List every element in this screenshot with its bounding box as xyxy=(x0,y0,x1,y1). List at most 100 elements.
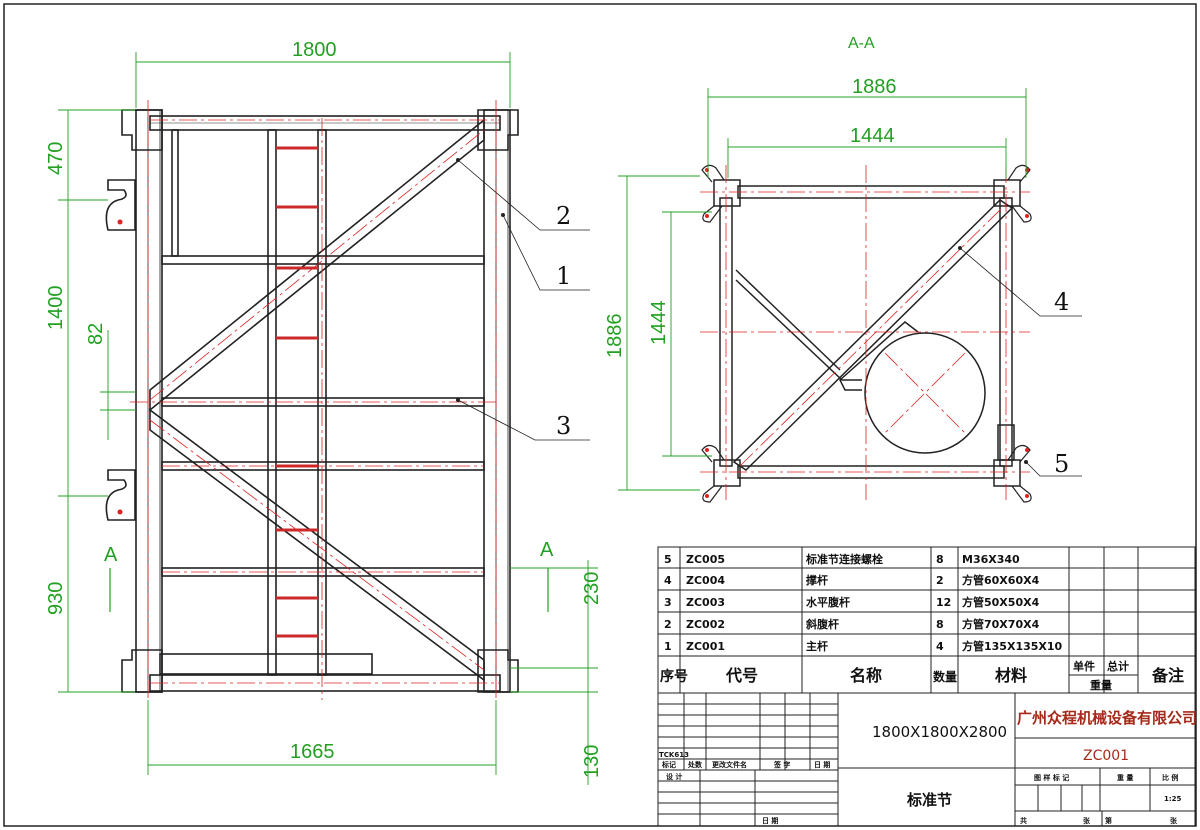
bom-header-remark: 备注 xyxy=(1151,666,1184,685)
front-view: 1800 1665 470 1400 82 930 230 130 A A 2 … xyxy=(45,39,603,785)
bill-of-materials: 5 ZC005 标准节连接螺栓 8 M36X340 4 ZC004 撑杆 2 方… xyxy=(657,546,1196,694)
bom-row-1: 1 ZC001 主杆 4 方管135X135X10 xyxy=(664,639,1063,653)
design-label: 设 计 xyxy=(666,772,682,781)
callout-2: 2 xyxy=(556,202,571,230)
bom-grid xyxy=(657,546,1196,694)
dim-h-230: 230 xyxy=(581,572,603,605)
callout-4: 4 xyxy=(1054,288,1069,316)
title-block-grid xyxy=(657,692,1196,827)
bom-header-material: 材料 xyxy=(995,666,1027,685)
sheet-border xyxy=(3,3,1197,827)
rev-label-file: 更改文件名 xyxy=(712,760,747,769)
dim-h-930: 930 xyxy=(45,582,67,615)
bom-header-code: 代号 xyxy=(725,666,758,685)
bom-header-qty: 数量 xyxy=(933,669,957,684)
rev-label-sign: 签 字 xyxy=(773,760,790,769)
leader-dots xyxy=(456,158,505,402)
callout-3: 3 xyxy=(556,412,571,440)
dim-outer-height: 1886 xyxy=(604,314,626,359)
bom-no: 4 xyxy=(664,574,672,587)
bom-code: ZC001 xyxy=(686,640,725,653)
bom-no: 5 xyxy=(664,553,672,566)
stage-label: 图 样 标 记 xyxy=(1034,773,1069,782)
bom-name: 标准节连接螺栓 xyxy=(805,552,883,566)
scale-label: 比 例 xyxy=(1162,773,1178,782)
title-drawing-no: ZC001 xyxy=(1083,748,1129,764)
dim-h-130: 130 xyxy=(581,745,603,778)
page-label: 第 xyxy=(1105,816,1112,825)
bom-row-3: 3 ZC003 水平腹杆 12 方管50X50X4 xyxy=(664,595,1040,609)
dim-top-width: 1800 xyxy=(292,39,337,61)
title-size: 1800X1800X2800 xyxy=(872,723,1007,741)
dim-inner-width: 1444 xyxy=(850,125,895,147)
bom-material: 方管60X60X4 xyxy=(962,573,1040,587)
dim-h-470: 470 xyxy=(45,142,67,175)
bom-name: 水平腹杆 xyxy=(806,595,850,609)
bolt-holes xyxy=(117,219,123,515)
front-dimensions xyxy=(58,52,598,785)
dim-h-1400: 1400 xyxy=(45,286,67,331)
title-company: 广州众程机械设备有限公司 xyxy=(1017,709,1197,727)
rev-label-mark: 标记 xyxy=(661,760,676,769)
front-leaders xyxy=(457,159,590,441)
section-title: A-A xyxy=(848,35,875,52)
bom-header-name: 名称 xyxy=(850,666,882,685)
bom-header-weight: 重量 xyxy=(1090,678,1112,692)
bom-qty: 4 xyxy=(936,640,944,653)
section-mark-arrows xyxy=(109,568,549,612)
bom-qty: 8 xyxy=(936,553,944,566)
section-mark-left: A xyxy=(104,544,118,566)
date-label: 日 期 xyxy=(762,816,778,825)
title-part-name: 标准节 xyxy=(906,791,952,809)
bom-code: ZC004 xyxy=(686,574,725,587)
bom-material: 方管70X70X4 xyxy=(962,617,1040,631)
bom-material: 方管50X50X4 xyxy=(962,595,1040,609)
rev-label-date: 日 期 xyxy=(814,760,830,769)
corner-holes xyxy=(705,168,1029,498)
dim-h-82: 82 xyxy=(85,323,107,345)
dim-outer-width: 1886 xyxy=(852,76,897,98)
bom-code: ZC005 xyxy=(686,553,725,566)
bom-code: ZC003 xyxy=(686,596,725,609)
callout-1: 1 xyxy=(556,262,571,290)
section-view: A-A xyxy=(604,35,1082,503)
bom-qty: 8 xyxy=(936,618,944,631)
bom-row-4: 4 ZC004 撑杆 2 方管60X60X4 xyxy=(664,573,1040,587)
bom-no: 2 xyxy=(664,618,672,631)
bom-material: 方管135X135X10 xyxy=(962,639,1063,653)
page-sheet-label: 张 xyxy=(1170,816,1178,825)
total-label: 共 xyxy=(1020,816,1027,825)
bom-no: 3 xyxy=(664,596,672,609)
bom-header-unit: 单件 xyxy=(1073,659,1095,673)
bom-header-total: 总计 xyxy=(1107,659,1129,673)
bom-material: M36X340 xyxy=(962,553,1020,566)
title-block: 1800X1800X2800 广州众程机械设备有限公司 ZC001 标准节 TC… xyxy=(657,692,1197,827)
bom-qty: 2 xyxy=(936,574,944,587)
bom-name: 撑杆 xyxy=(806,573,828,587)
bom-row-5: 5 ZC005 标准节连接螺栓 8 M36X340 xyxy=(664,552,1020,566)
bom-header: 序号 代号 名称 数量 材料 单件 总计 重量 备注 xyxy=(660,659,1184,692)
ladder-rungs xyxy=(276,146,318,638)
bom-no: 1 xyxy=(664,640,672,653)
bom-qty: 12 xyxy=(936,596,951,609)
sheet-label: 张 xyxy=(1083,816,1091,825)
front-centerlines xyxy=(130,100,500,700)
section-frame xyxy=(713,179,1021,487)
bom-name: 主杆 xyxy=(806,639,828,653)
section-centerlines xyxy=(700,165,1030,500)
section-dimensions xyxy=(618,88,1027,491)
section-leaders xyxy=(959,247,1082,477)
callout-5: 5 xyxy=(1054,450,1069,478)
section-leader-dots xyxy=(958,246,1028,464)
scale-value: 1:25 xyxy=(1164,795,1182,803)
bom-row-2: 2 ZC002 斜腹杆 8 方管70X70X4 xyxy=(664,617,1040,631)
title-drawing-id: TCK613 xyxy=(659,751,689,759)
weight-label: 重 量 xyxy=(1117,773,1133,782)
bom-name: 斜腹杆 xyxy=(805,617,839,631)
front-frame xyxy=(105,109,519,693)
dim-bottom-width: 1665 xyxy=(290,741,335,763)
rev-label-count: 处数 xyxy=(687,760,703,769)
corner-ears xyxy=(701,164,1032,503)
bom-code: ZC002 xyxy=(686,618,725,631)
